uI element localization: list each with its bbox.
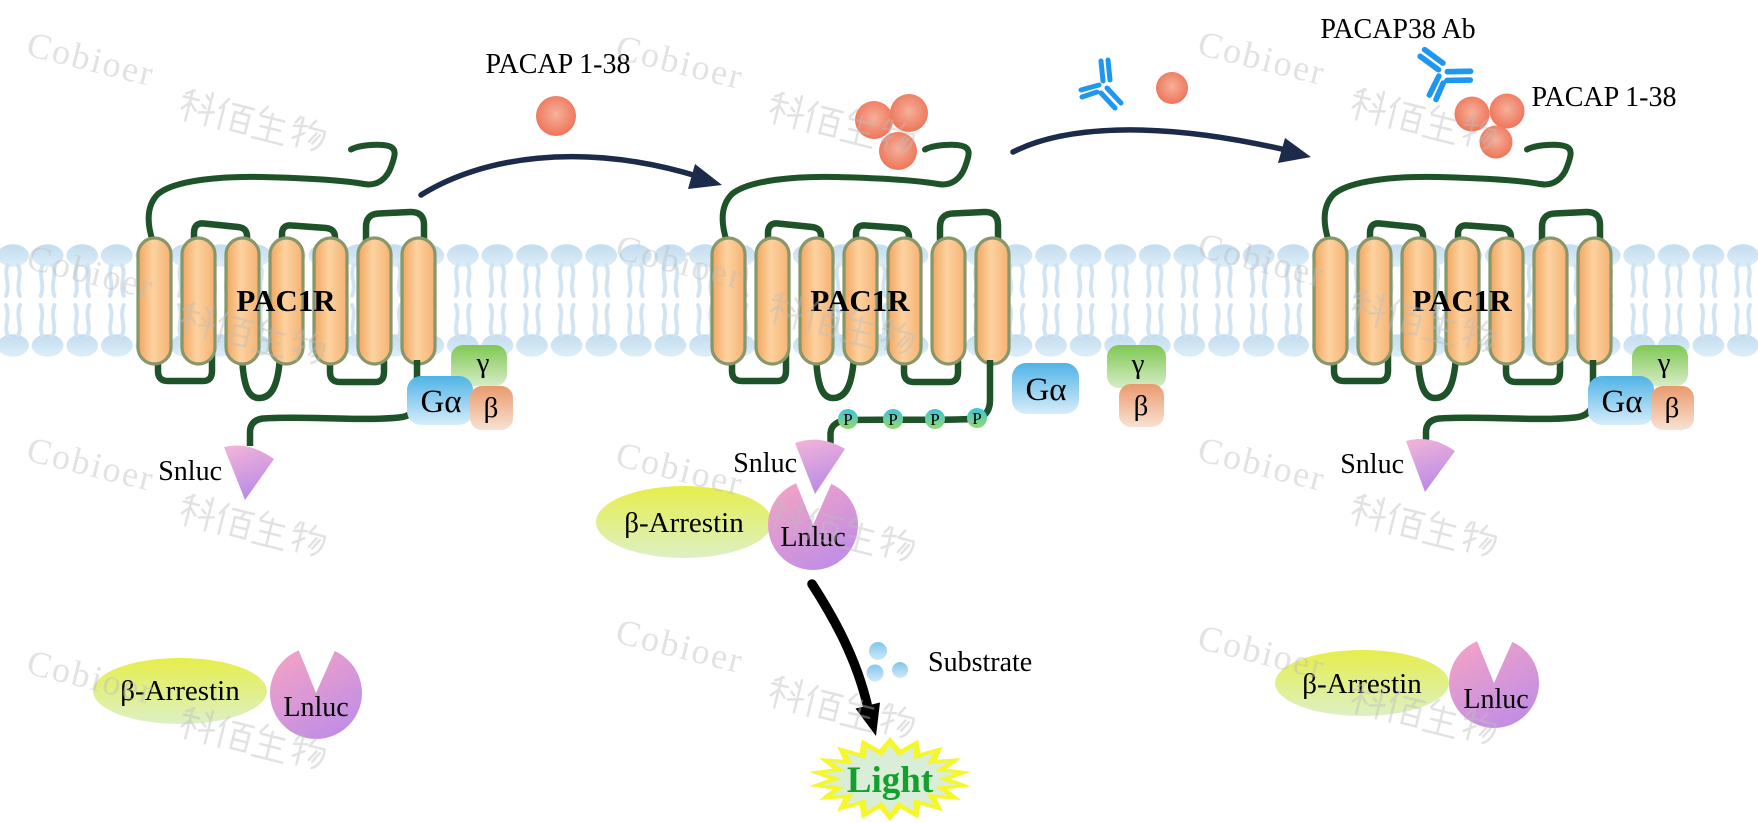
svg-text:β: β [484,392,499,424]
svg-text:P: P [972,409,981,428]
svg-text:γ: γ [476,347,490,379]
svg-text:PACAP 1-38: PACAP 1-38 [1532,82,1677,113]
svg-text:P: P [843,410,852,429]
svg-text:γ: γ [1657,347,1671,379]
svg-text:P: P [888,410,897,429]
svg-text:Lnluc: Lnluc [1463,684,1528,715]
svg-text:β: β [1134,390,1149,422]
svg-text:Gα: Gα [1601,384,1642,420]
svg-text:P: P [930,410,939,429]
svg-text:Substrate: Substrate [928,647,1032,678]
svg-text:Gα: Gα [420,384,461,420]
svg-text:Gα: Gα [1025,372,1066,408]
svg-text:Snluc: Snluc [1340,449,1404,480]
svg-text:γ: γ [1131,348,1145,380]
svg-text:Lnluc: Lnluc [283,692,348,723]
svg-text:Snluc: Snluc [158,456,222,487]
svg-text:β: β [1665,392,1680,424]
svg-text:β-Arrestin: β-Arrestin [624,507,744,539]
svg-text:PACAP 1-38: PACAP 1-38 [486,49,631,80]
svg-text:Light: Light [847,760,934,801]
svg-text:PAC1R: PAC1R [236,283,336,318]
svg-text:PACAP38 Ab: PACAP38 Ab [1320,14,1475,45]
